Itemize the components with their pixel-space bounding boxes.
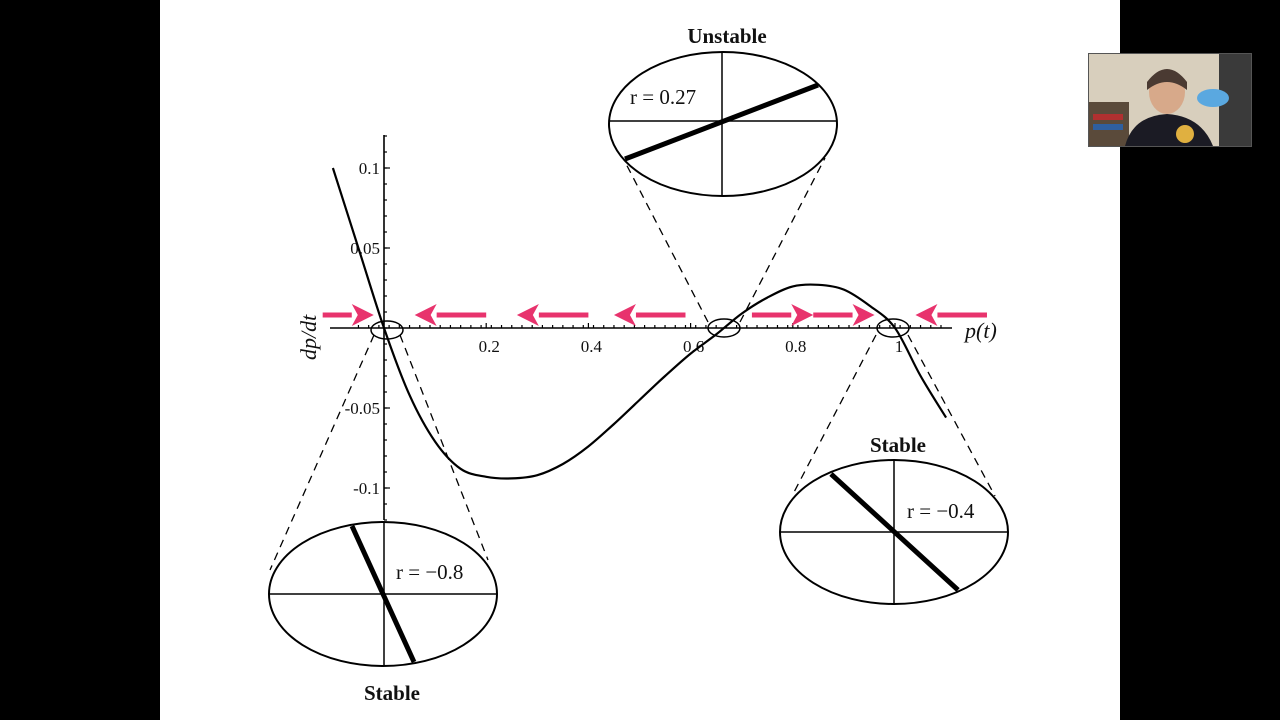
- y-axis-title: dp/dt: [296, 314, 321, 360]
- equilibrium-marker-0: [370, 320, 404, 340]
- lens-stable-right-title: Stable: [870, 433, 926, 457]
- y-tick-label: -0.1: [353, 479, 380, 498]
- zoom-line-mid-b: [739, 157, 826, 323]
- x-ticks: 0.2 0.4 0.6 0.8 1: [357, 323, 942, 356]
- lens-unstable-r-label: r = 0.27: [630, 85, 696, 109]
- lens-stable-left-title: Stable: [364, 681, 420, 705]
- phase-line-figure: 0.2 0.4 0.6 0.8 1 0.1 0.05 -0.05 -0.1 p(t) dp/d…: [268, 24, 1009, 705]
- zoom-line-mid-a: [622, 157, 709, 323]
- lens-unstable-tangent: [624, 82, 819, 162]
- flow-arrow-head: [613, 304, 636, 326]
- lens-stable-left: r = −0.8 Stable: [268, 521, 498, 705]
- lens-stable-left-tangent: [349, 524, 417, 664]
- flow-arrow-head: [915, 304, 938, 326]
- flow-arrow-head: [852, 304, 875, 326]
- lens-stable-right: r = −0.4 Stable: [779, 433, 1009, 605]
- zoom-line-right-b: [907, 334, 996, 497]
- flow-arrow-head: [516, 304, 539, 326]
- x-tick-label: 0.8: [785, 337, 806, 356]
- lens-stable-right-tangent: [829, 472, 960, 592]
- x-tick-label: 1: [895, 337, 904, 356]
- flow-arrow-head: [351, 304, 374, 326]
- presenter-webcam-icon: [1089, 54, 1251, 146]
- zoom-line-left-b: [399, 334, 489, 561]
- lens-stable-left-r-label: r = −0.8: [396, 560, 463, 584]
- lens-unstable: r = 0.27 Unstable: [608, 24, 838, 197]
- lens-stable-right-r-label: r = −0.4: [907, 499, 975, 523]
- y-tick-label: 0.05: [350, 239, 380, 258]
- y-tick-label: -0.05: [345, 399, 380, 418]
- equilibrium-marker-2: [876, 318, 910, 338]
- zoom-lines: [269, 157, 996, 571]
- equilibrium-marker-1: [707, 318, 741, 338]
- y-ticks: 0.1 0.05 -0.05 -0.1: [345, 135, 390, 521]
- x-tick-label: 0.4: [581, 337, 603, 356]
- slide: 0.2 0.4 0.6 0.8 1 0.1 0.05 -0.05 -0.1 p(t) dp/d…: [160, 0, 1120, 720]
- series-line-dp-dt: [331, 167, 948, 480]
- flow-arrow-head: [414, 304, 437, 326]
- flow-arrow-head: [791, 304, 814, 326]
- x-tick-label: 0.2: [479, 337, 500, 356]
- x-axis-title: p(t): [963, 318, 997, 343]
- zoom-line-left-a: [269, 334, 375, 571]
- flow-arrows: [322, 304, 987, 326]
- y-tick-label: 0.1: [359, 159, 380, 178]
- presenter-webcam: [1088, 53, 1252, 147]
- lens-unstable-title: Unstable: [687, 24, 766, 48]
- x-tick-label: 0.6: [683, 337, 704, 356]
- zoom-line-right-a: [791, 334, 877, 497]
